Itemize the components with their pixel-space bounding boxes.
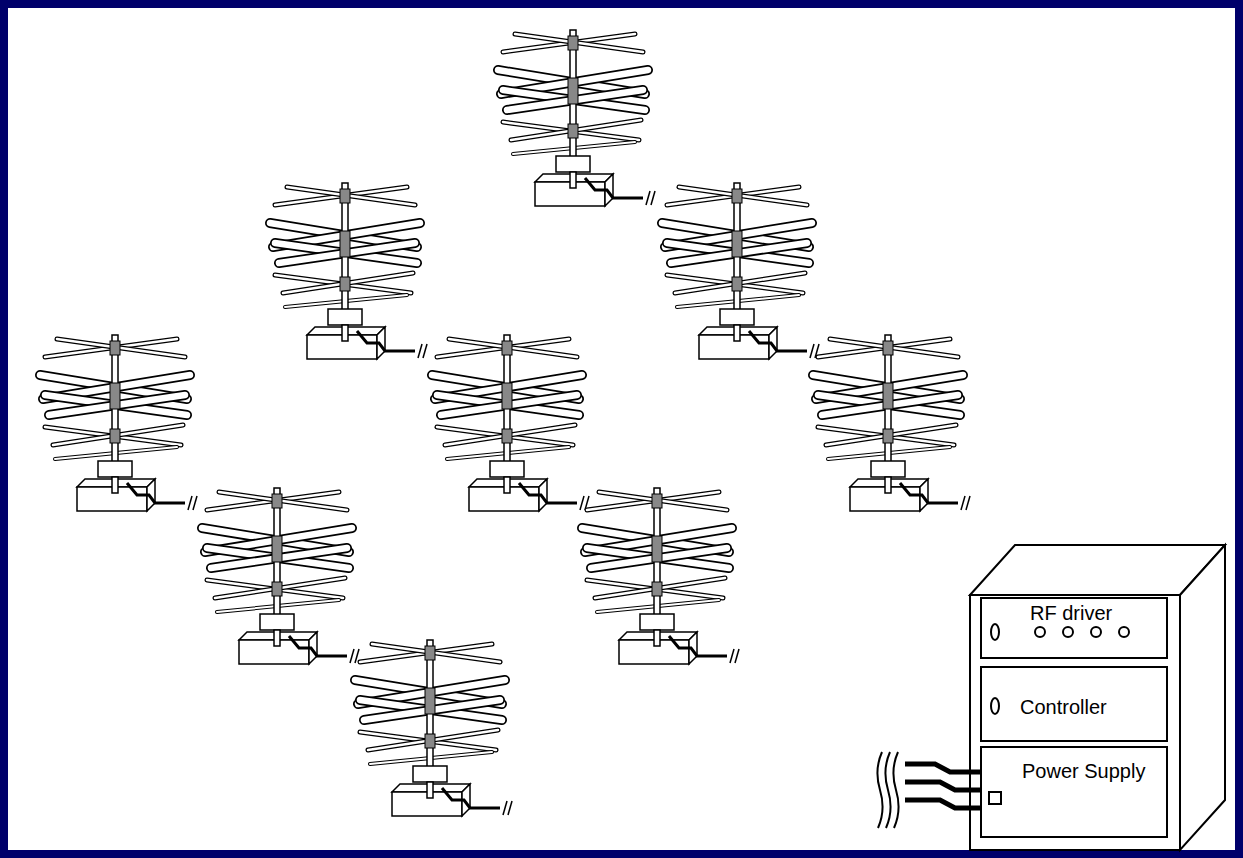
break-mark (893, 752, 898, 828)
panel-label: Power Supply (1022, 760, 1145, 782)
antenna (270, 183, 427, 359)
cable (905, 782, 980, 790)
antenna (40, 335, 197, 511)
cable (905, 800, 980, 808)
rack-side (1180, 545, 1225, 850)
antenna (813, 335, 970, 511)
panel-box: Controller (980, 666, 1168, 742)
break-mark (885, 752, 890, 828)
break-marks (877, 752, 898, 828)
panel-label: RF driver (1030, 602, 1112, 624)
antenna (355, 640, 512, 816)
antenna (498, 30, 655, 206)
break-mark (877, 752, 882, 828)
panel-box: RF driver (980, 597, 1168, 659)
panel-box: Power Supply (980, 746, 1168, 838)
rack-front (970, 595, 1180, 850)
equipment-rack (970, 545, 1225, 850)
power-switch (989, 792, 1001, 804)
panel-label: Controller (1020, 696, 1107, 718)
knob (991, 698, 999, 714)
indicator-light (1063, 627, 1073, 637)
rack-cables (905, 764, 980, 808)
cable (905, 764, 980, 772)
antenna (202, 488, 359, 664)
indicator-light (1035, 627, 1045, 637)
antenna (582, 488, 739, 664)
indicator-light (1091, 627, 1101, 637)
knob (991, 624, 999, 640)
antenna (432, 335, 589, 511)
antenna (662, 183, 819, 359)
indicator-light (1119, 627, 1129, 637)
